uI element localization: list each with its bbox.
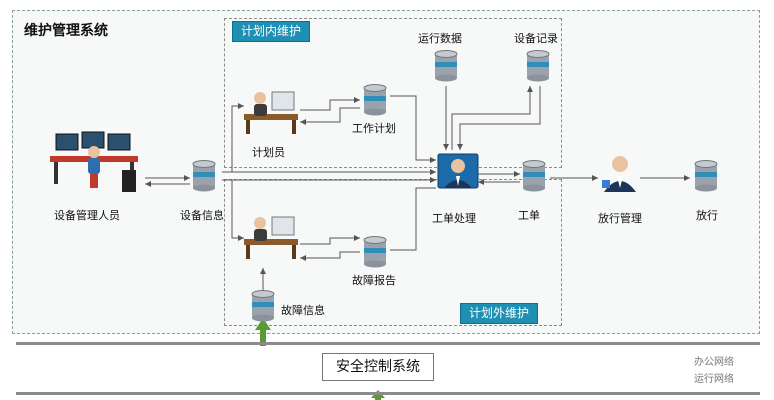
monitor-user-icon	[437, 153, 479, 189]
database-icon	[526, 50, 550, 82]
database-icon	[694, 160, 718, 192]
database-icon	[363, 84, 387, 116]
fault-info-label: 故障信息	[281, 304, 325, 317]
operation-network-label: 运行网络	[694, 374, 734, 385]
database-icon	[192, 160, 216, 192]
database-icon	[363, 236, 387, 268]
office-network-label: 办公网络	[694, 357, 734, 368]
operation-data-label: 运行数据	[418, 32, 462, 45]
work-order-processing-label: 工单处理	[432, 212, 476, 225]
planned-maintenance-zone	[224, 18, 562, 168]
unplanned-maintenance-tag: 计划外维护	[460, 303, 539, 324]
equipment-info-label: 设备信息	[180, 209, 224, 222]
equipment-manager-label: 设备管理人员	[54, 209, 120, 222]
work-plan-label: 工作计划	[352, 122, 396, 135]
security-control-system: 安全控制系统	[322, 353, 434, 381]
operation-network-line	[16, 392, 760, 395]
planner-icon	[244, 91, 298, 134]
planner-label: 计划员	[252, 146, 285, 159]
fault-report-label: 故障报告	[352, 274, 396, 287]
planner-icon	[244, 216, 298, 259]
planned-maintenance-tag: 计划内维护	[232, 21, 311, 42]
release-label: 放行	[696, 209, 718, 222]
database-icon	[434, 50, 458, 82]
system-title: 维护管理系统	[24, 23, 108, 39]
release-management-label: 放行管理	[598, 212, 642, 225]
database-icon	[522, 160, 546, 192]
office-network-line	[16, 342, 760, 345]
workstation-icon	[50, 131, 138, 192]
operator-icon	[602, 156, 636, 192]
work-order-label: 工单	[518, 209, 540, 222]
equipment-records-label: 设备记录	[514, 32, 558, 45]
database-icon	[251, 290, 275, 322]
